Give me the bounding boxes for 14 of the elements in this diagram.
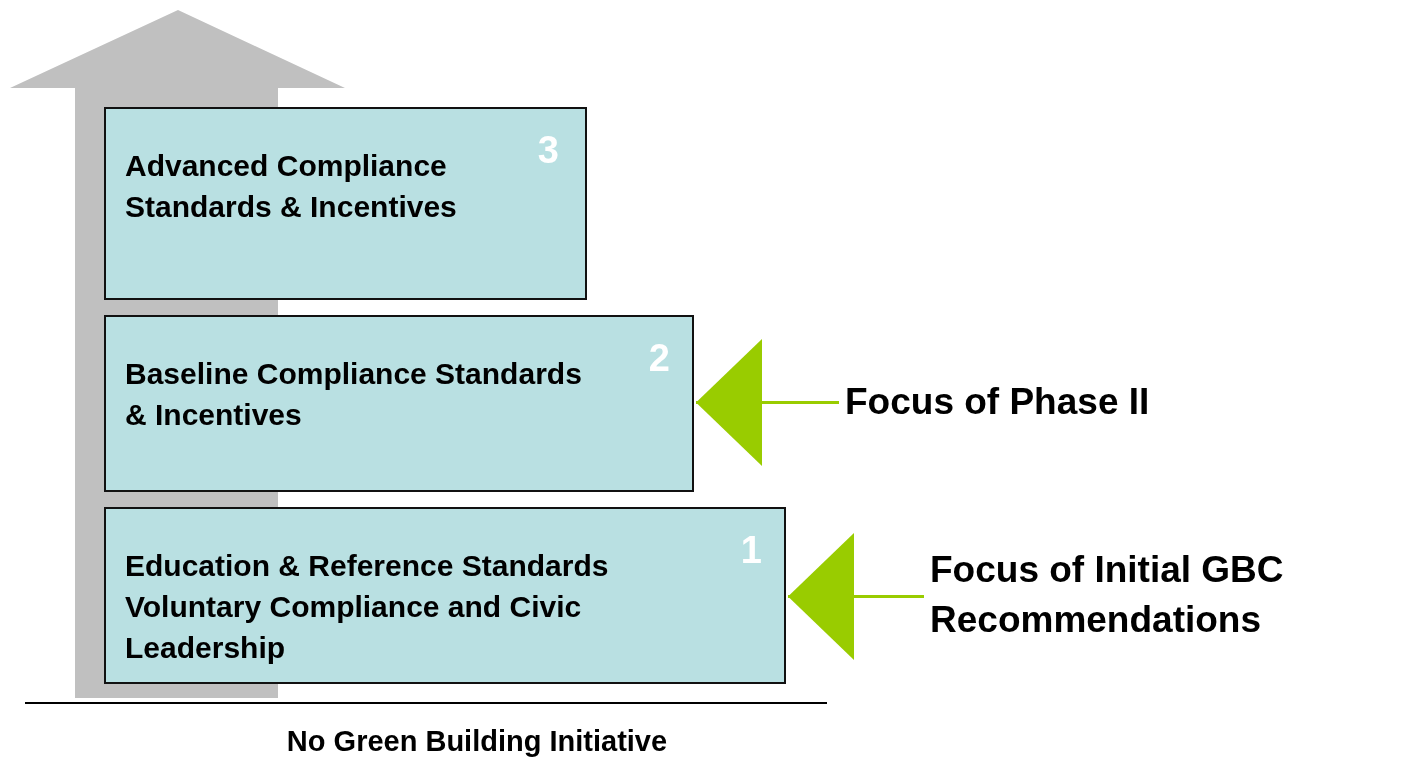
pointer-arrow xyxy=(696,339,839,466)
step-text: Baseline Compliance Standards & Incentives xyxy=(125,356,583,433)
focus-text: Focus of Initial GBC Recommendations xyxy=(930,545,1420,645)
pointer-arrow xyxy=(788,533,924,660)
step-text: Advanced Compliance Standards & Incentives xyxy=(125,148,458,225)
step-box xyxy=(104,107,587,300)
step-number: 2 xyxy=(648,337,670,380)
step-box xyxy=(104,507,786,684)
step-number: 3 xyxy=(537,129,559,172)
baseline-label: No Green Building Initiative xyxy=(285,725,669,758)
focus-text: Focus of Phase II xyxy=(845,377,1205,427)
step-number: 1 xyxy=(740,529,762,572)
step-box xyxy=(104,315,694,492)
step-text: Education & Reference Standards Voluntary Compliance and Civic Leadership xyxy=(125,548,610,666)
